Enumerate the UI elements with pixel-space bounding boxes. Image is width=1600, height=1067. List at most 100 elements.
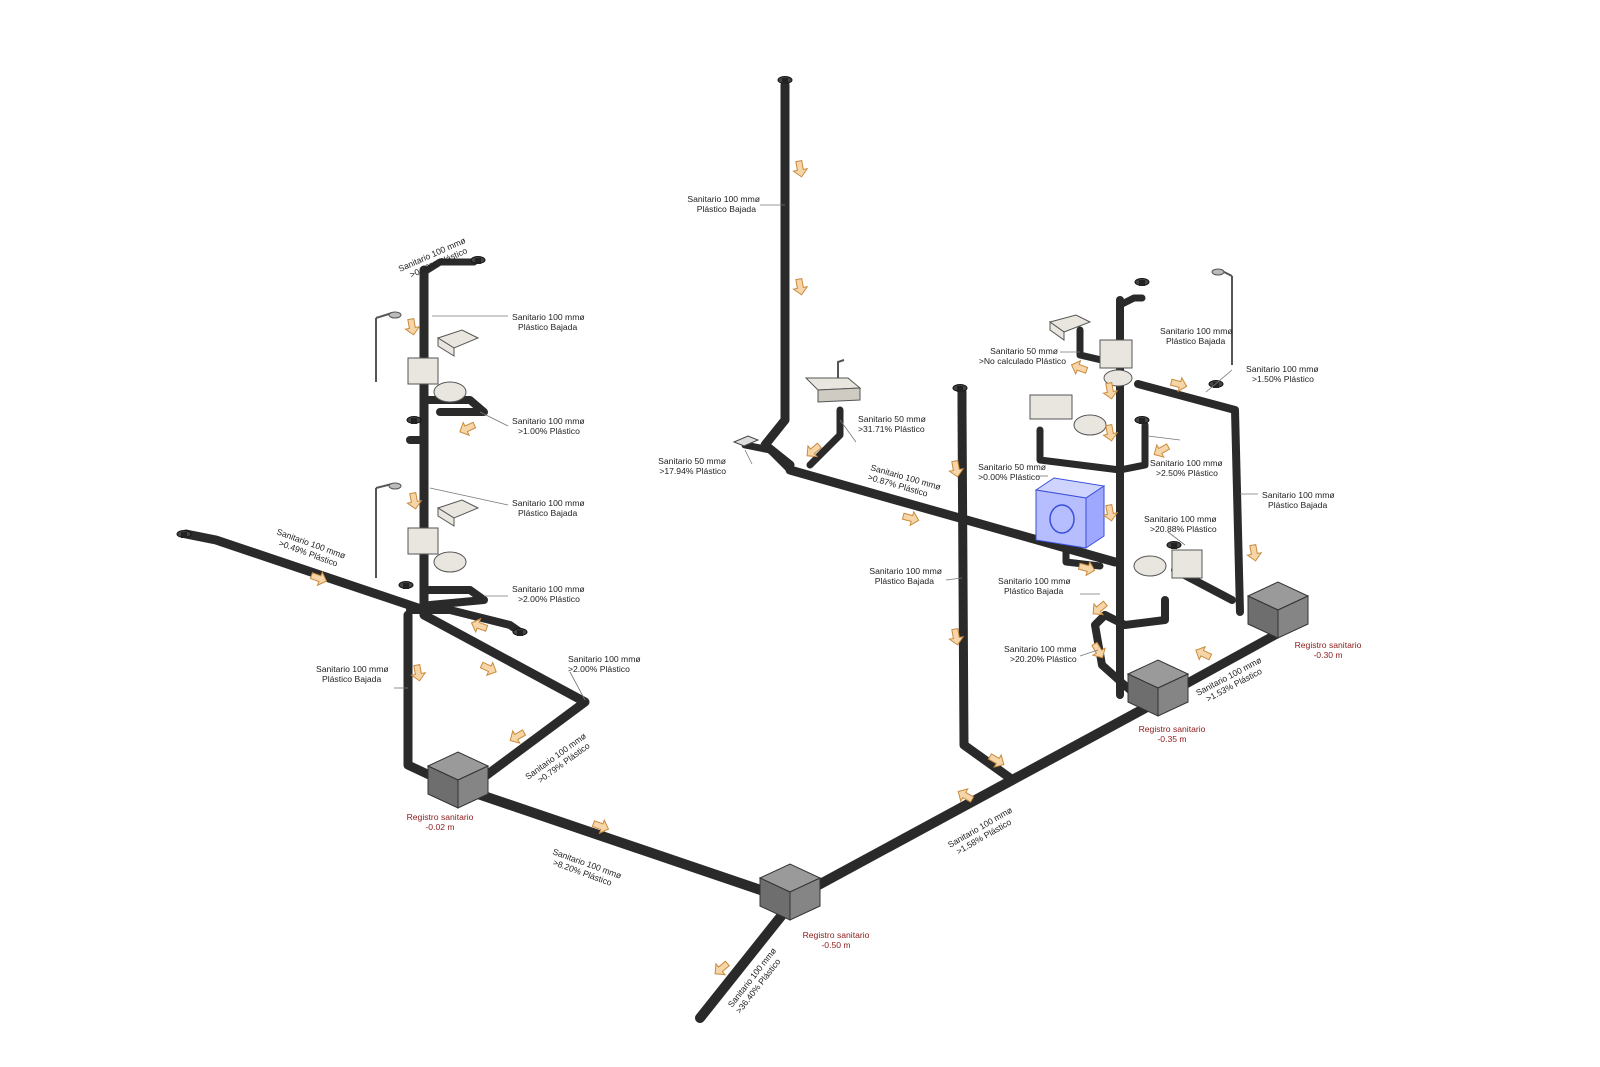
svg-text:Registro sanitario: Registro sanitario: [1139, 724, 1206, 734]
floor-drain-icon: [1134, 416, 1150, 425]
svg-text:Sanitario 100 mmø: Sanitario 100 mmø: [512, 312, 585, 322]
pipe-label: Sanitario 100 mmø >1.50% Plástico: [1246, 364, 1319, 384]
svg-text:>No calculado Plástico: >No calculado Plástico: [979, 356, 1066, 366]
pipe-left-diagonal-0-49: [181, 529, 429, 615]
pipe-label: Sanitario 50 mmø >31.71% Plástico: [858, 414, 927, 434]
registro-label: Registro sanitario -0.02 m: [407, 812, 474, 832]
pipe-label: Sanitario 50 mmø >No calculado Plástico: [979, 346, 1066, 366]
toilet-icon: [1029, 394, 1107, 436]
pipe-right-20-20: [1091, 596, 1169, 694]
pipe-left-2pct-branch: [419, 610, 590, 785]
flow-arrow-icon: [1192, 643, 1214, 664]
toilet-icon: [407, 357, 467, 403]
svg-text:>0.00% Plástico: >0.00% Plástico: [978, 472, 1040, 482]
shower-icon: [375, 482, 402, 578]
fixtures: [176, 76, 1233, 637]
pipe-label: Sanitario 100 mmø >20.88% Plástico: [1144, 514, 1217, 534]
svg-text:-0.35 m: -0.35 m: [1157, 734, 1186, 744]
svg-text:>2.00% Plástico: >2.00% Plástico: [568, 664, 630, 674]
svg-text:Plástico Bajada: Plástico Bajada: [697, 204, 756, 214]
floor-drain-icon: [952, 384, 968, 393]
pipe-label: Sanitario 100 mmø >1.00% Plástico: [512, 416, 585, 436]
pipe-main-8-20: [473, 789, 795, 905]
svg-text:Plástico Bajada: Plástico Bajada: [518, 508, 577, 518]
svg-text:Sanitario 100 mmø: Sanitario 100 mmø: [512, 584, 585, 594]
flow-arrow-icon: [456, 418, 478, 439]
toilet-icon: [1099, 339, 1133, 387]
pipe-main-1-58: [795, 695, 1165, 900]
svg-text:Plástico Bajada: Plástico Bajada: [1004, 586, 1063, 596]
pipe-right-2-50: [1116, 421, 1149, 474]
pipe-label: Sanitario 100 mmø Plástico Bajada: [1262, 490, 1335, 510]
svg-text:>17.94% Plástico: >17.94% Plástico: [659, 466, 726, 476]
washbasin-icon: [436, 329, 480, 357]
floor-drain-icon: [176, 530, 192, 539]
pipe-middle-sink-branch: [806, 406, 844, 469]
pipe-left-top-branch: [420, 258, 478, 276]
registro-label: Registro sanitario -0.30 m: [1295, 640, 1362, 660]
registro-label: Registro sanitario -0.35 m: [1139, 724, 1206, 744]
kitchen-sink-icon: [804, 359, 862, 403]
svg-text:-0.30 m: -0.30 m: [1313, 650, 1342, 660]
svg-text:>2.00% Plástico: >2.00% Plástico: [518, 594, 580, 604]
pipe-label: Sanitario 100 mmø Plástico Bajada: [512, 312, 585, 332]
svg-text:Sanitario 100 mmø: Sanitario 100 mmø: [1262, 490, 1335, 500]
svg-text:Registro sanitario: Registro sanitario: [803, 930, 870, 940]
svg-text:Sanitario 50 mmø: Sanitario 50 mmø: [858, 414, 927, 424]
toilet-icon: [1133, 549, 1203, 579]
pipe-label: Sanitario 100 mmø Plástico Bajada: [316, 664, 389, 684]
pipe-left-bajada: [403, 610, 445, 785]
registro-label: Registro sanitario -0.50 m: [803, 930, 870, 950]
pipe-label: Sanitario 100 mmø >2.50% Plástico: [1150, 458, 1223, 478]
svg-text:Plástico Bajada: Plástico Bajada: [1268, 500, 1327, 510]
svg-text:Plástico Bajada: Plástico Bajada: [1166, 336, 1225, 346]
svg-text:Sanitario 100 mmø: Sanitario 100 mmø: [1004, 644, 1077, 654]
pipe-left-lower-toilet-branch: [420, 586, 488, 609]
svg-text:Plástico Bajada: Plástico Bajada: [518, 322, 577, 332]
pipe-label: Sanitario 100 mmø >8.20% Plástico: [551, 846, 623, 887]
svg-text:Sanitario 100 mmø: Sanitario 100 mmø: [1246, 364, 1319, 374]
svg-text:-0.02 m: -0.02 m: [425, 822, 454, 832]
pipe-label: Sanitario 50 mmø >17.94% Plástico: [658, 456, 727, 476]
svg-text:>2.50% Plástico: >2.50% Plástico: [1156, 468, 1218, 478]
pipe-right-top-branch: [1116, 294, 1146, 309]
pipe-label: Sanitario 100 mmø >20.20% Plástico: [1004, 644, 1077, 664]
svg-text:>1.50% Plástico: >1.50% Plástico: [1252, 374, 1314, 384]
svg-text:Registro sanitario: Registro sanitario: [1295, 640, 1362, 650]
floor-drain-icon: [512, 628, 528, 637]
svg-text:Sanitario 100 mmø: Sanitario 100 mmø: [512, 498, 585, 508]
pipe-left-lower-shower: [406, 606, 524, 636]
registro-box-icon: [1247, 581, 1309, 639]
pipe-middle-50-branch: [741, 441, 794, 474]
svg-text:Sanitario 100 mmø: Sanitario 100 mmø: [998, 576, 1071, 586]
washbasin-icon: [436, 499, 480, 527]
shower-icon: [375, 311, 402, 382]
pipe-network: [181, 80, 1280, 1023]
svg-text:Sanitario 50 mmø: Sanitario 50 mmø: [990, 346, 1059, 356]
svg-text:Plástico Bajada: Plástico Bajada: [322, 674, 381, 684]
svg-text:Plástico Bajada: Plástico Bajada: [875, 576, 934, 586]
pipe-label: Sanitario 100 mmø Plástico Bajada: [1160, 326, 1233, 346]
registro-box-icon: [759, 863, 821, 921]
floor-drain-icon: [398, 581, 414, 590]
pipe-label: Sanitario 100 mmø Plástico Bajada: [512, 498, 585, 518]
flow-arrow-icon: [791, 277, 809, 297]
pipe-label: Sanitario 100 mmø Plástico Bajada: [869, 566, 942, 586]
flow-arrow-icon: [478, 658, 500, 679]
svg-text:Sanitario 100 mmø: Sanitario 100 mmø: [1160, 326, 1233, 336]
floor-drain-icon: [1166, 541, 1182, 550]
svg-text:Sanitario 50 mmø: Sanitario 50 mmø: [978, 462, 1047, 472]
pipe-outlet-36-40: [695, 900, 795, 1023]
svg-text:Sanitario 100 mmø: Sanitario 100 mmø: [687, 194, 760, 204]
pipe-main-1-53: [1170, 630, 1280, 695]
pipe-right-1-50: [1134, 380, 1244, 616]
flow-arrow-icon: [1245, 543, 1263, 563]
flow-arrow-icon: [403, 317, 421, 337]
floor-drain-icon: [777, 76, 793, 85]
floor-drain-icon: [1208, 380, 1224, 389]
svg-text:>20.20% Plástico: >20.20% Plástico: [1010, 654, 1077, 664]
floor-drain-icon: [406, 416, 422, 425]
svg-text:Registro sanitario: Registro sanitario: [407, 812, 474, 822]
svg-text:Sanitario 100 mmø: Sanitario 100 mmø: [1144, 514, 1217, 524]
